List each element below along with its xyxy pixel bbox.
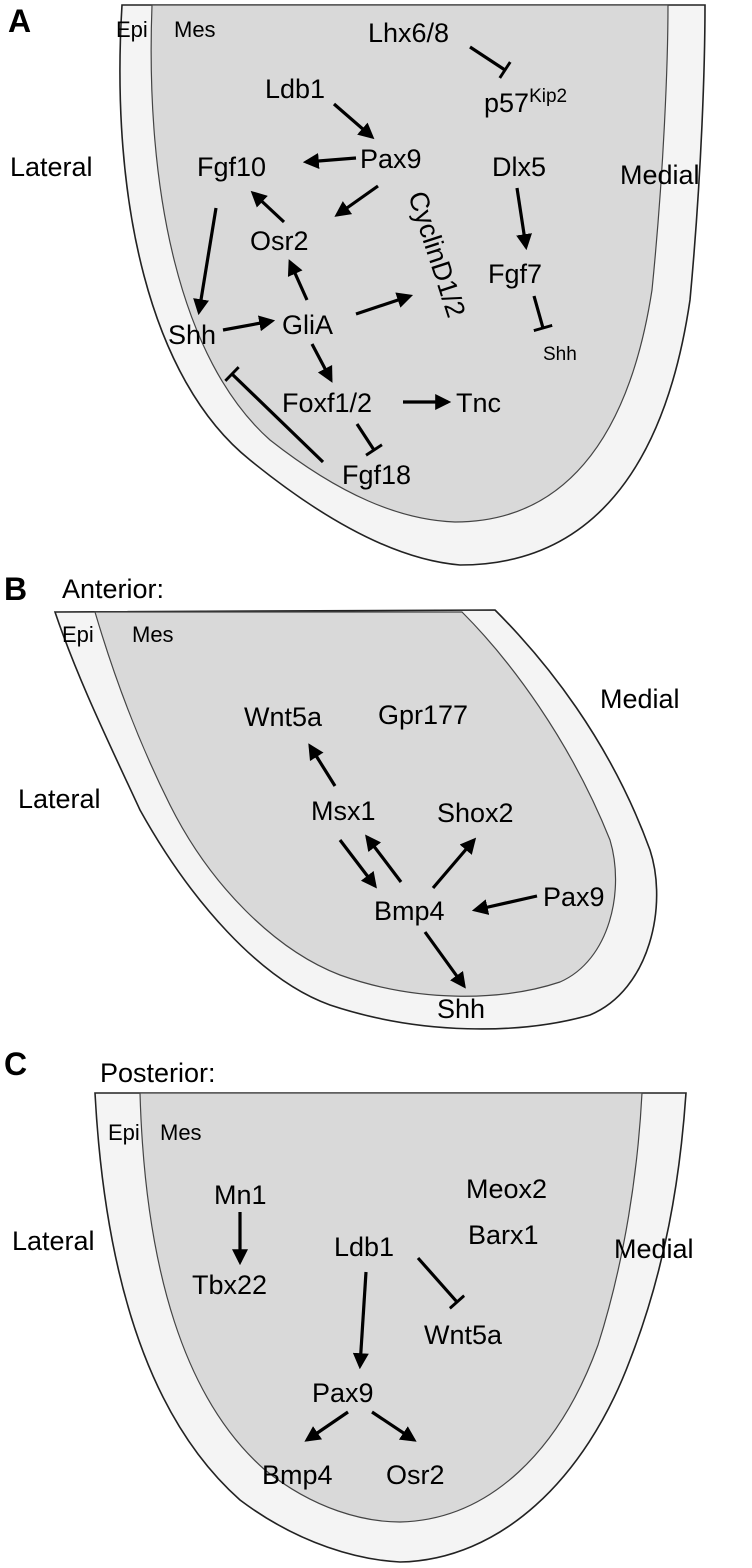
edge-pax9-to-osr2 xyxy=(371,1410,417,1442)
gene-osr2: Osr2 xyxy=(250,226,309,256)
panel-c-letter: C xyxy=(4,1046,27,1082)
edge-pax9-to-bmp4 xyxy=(304,1410,349,1442)
edge-shh-to-glia xyxy=(222,315,276,332)
edge-dlx5-to-fgf7 xyxy=(515,187,532,251)
gene-msx1: Msx1 xyxy=(311,796,376,826)
gene-pax9: Pax9 xyxy=(312,1378,374,1408)
edge-fgf18-inhibits-shh xyxy=(224,366,325,464)
gene-pax9: Pax9 xyxy=(543,882,605,912)
edge-ldb1-to-pax9 xyxy=(352,1271,369,1370)
gene-fgf18: Fgf18 xyxy=(342,460,411,490)
edge-bmp4-to-shox2 xyxy=(431,837,477,890)
panel-a: A Epi Mes Lateral Medial Lhx6/8 p57Kip2 … xyxy=(8,3,706,566)
gene-bmp4: Bmp4 xyxy=(262,1460,333,1490)
gene-mn1: Mn1 xyxy=(214,1180,267,1210)
panel-a-letter: A xyxy=(8,3,31,39)
edge-glia-to-foxf xyxy=(310,343,333,383)
edge-glia-to-cyclind xyxy=(355,292,414,316)
edge-glia-to-osr2 xyxy=(287,259,309,301)
gene-ldb1: Ldb1 xyxy=(334,1232,394,1262)
gene-fgf10: Fgf10 xyxy=(197,152,266,182)
gene-wnt5a: Wnt5a xyxy=(424,1320,503,1350)
gene-tnc: Tnc xyxy=(456,388,501,418)
edge-fgf10-to-shh xyxy=(193,207,218,316)
edge-ldb1-to-pax9 xyxy=(332,102,375,140)
panel-b-medial-label: Medial xyxy=(600,684,680,714)
gene-pax9: Pax9 xyxy=(360,144,422,174)
edge-foxf-inhibits-fgf18 xyxy=(355,423,383,457)
panel-a-medial-label: Medial xyxy=(620,160,700,190)
panel-a-mesenchyme xyxy=(150,4,669,523)
gene-shh: Shh xyxy=(437,994,485,1024)
gene-barx1: Barx1 xyxy=(468,1220,539,1250)
edge-lhx6-8-inhibits-p57 xyxy=(469,45,512,79)
gene-shh-small: Shh xyxy=(543,344,577,365)
panel-c-mesenchyme xyxy=(139,1092,643,1523)
gene-gpr177: Gpr177 xyxy=(378,700,468,730)
gene-p57: p57Kip2 xyxy=(484,86,567,118)
panel-b: B Anterior: Epi Mes Lateral Medial Wnt5a… xyxy=(4,571,680,1030)
panel-b-heading: Anterior: xyxy=(62,574,164,604)
gene-meox2: Meox2 xyxy=(466,1174,547,1204)
panel-c-medial-label: Medial xyxy=(614,1234,694,1264)
edge-bmp4-to-msx1 xyxy=(365,834,403,883)
panel-a-lateral-label: Lateral xyxy=(10,152,93,182)
gene-glia: GliA xyxy=(282,310,333,340)
gene-wnt5a: Wnt5a xyxy=(244,702,323,732)
gene-lhx6-8: Lhx6/8 xyxy=(368,18,449,48)
panel-c-heading: Posterior: xyxy=(100,1058,216,1088)
gene-fgf7: Fgf7 xyxy=(488,259,542,289)
panel-c: C Posterior: Epi Mes Lateral Medial Mn1 … xyxy=(4,1046,694,1563)
edge-bmp4-to-shh xyxy=(423,931,466,989)
edge-pax9-to-fgf10 xyxy=(302,153,357,169)
edge-osr2-to-fgf10 xyxy=(250,190,286,224)
panel-b-epi-label: Epi xyxy=(62,622,94,647)
gene-foxf1-2: Foxf1/2 xyxy=(282,388,372,418)
edge-pax9-to-osr2 xyxy=(334,184,379,217)
edge-fgf7-inhibits-shh xyxy=(532,295,553,332)
panel-b-letter: B xyxy=(4,571,27,607)
gene-tbx22: Tbx22 xyxy=(192,1270,267,1300)
edge-msx1-to-wnt5a xyxy=(308,743,337,787)
panel-b-mes-label: Mes xyxy=(132,622,174,647)
gene-shox2: Shox2 xyxy=(437,798,514,828)
panel-a-epi-label: Epi xyxy=(116,17,148,42)
panel-c-epi-label: Epi xyxy=(108,1120,140,1145)
gene-osr2: Osr2 xyxy=(386,1460,445,1490)
edge-pax9-to-bmp4 xyxy=(471,894,538,915)
gene-bmp4: Bmp4 xyxy=(374,896,445,926)
panel-c-mes-label: Mes xyxy=(160,1120,202,1145)
edge-ldb1-inhibits-wnt5a xyxy=(416,1256,466,1310)
panel-c-lateral-label: Lateral xyxy=(12,1226,95,1256)
gene-ldb1: Ldb1 xyxy=(265,74,325,104)
gene-shh: Shh xyxy=(168,320,216,350)
panel-a-mes-label: Mes xyxy=(174,17,216,42)
edge-msx1-to-bmp4 xyxy=(338,839,377,889)
gene-dlx5: Dlx5 xyxy=(492,152,546,182)
panel-b-lateral-label: Lateral xyxy=(18,784,101,814)
